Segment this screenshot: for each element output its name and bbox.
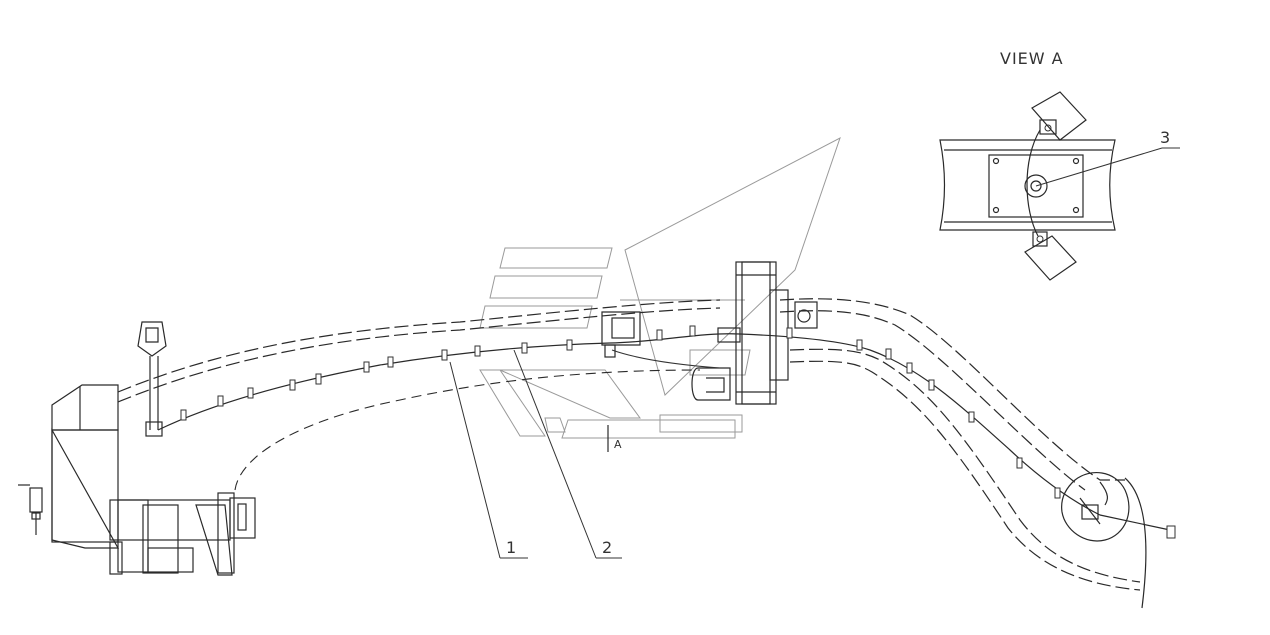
- watermark-logo: [479, 136, 841, 439]
- view-a-title: VIEW A: [1000, 49, 1064, 68]
- boom-outline: [117, 298, 1147, 609]
- pivot-assembly: [601, 261, 818, 405]
- section-marker-label: A: [614, 438, 622, 451]
- view-a-detail: VIEW A 3: [939, 49, 1180, 281]
- section-marker-a: A: [607, 425, 622, 452]
- callout-2-label: 2: [602, 538, 612, 557]
- pipe-clips: [180, 325, 1176, 539]
- callout-2: 2: [513, 349, 622, 559]
- callout-1: 1: [449, 361, 528, 559]
- rear-frame: [18, 321, 256, 576]
- grease-line: [157, 333, 1171, 531]
- callout-3-label: 3: [1160, 128, 1170, 147]
- callout-1-label: 1: [506, 538, 516, 557]
- boom-end: [1061, 472, 1130, 542]
